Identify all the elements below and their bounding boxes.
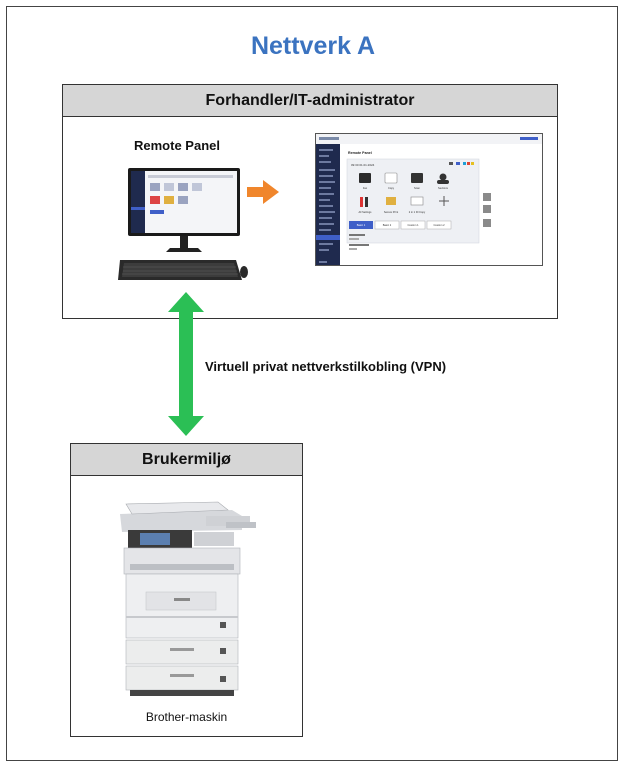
tile-label: Sections (438, 186, 449, 190)
tile-label: All Settings (359, 210, 373, 214)
network-title: Nettverk A (250, 32, 376, 60)
screen-tab: Basic 2 (383, 223, 392, 227)
dealer-admin-header: Forhandler/IT-administrator (63, 85, 557, 117)
tile-label: Scan (414, 186, 420, 190)
tile-label: Secure Print (384, 210, 399, 214)
double-headed-arrow-icon (168, 292, 204, 436)
screen-tab: Basic 1 (357, 223, 366, 227)
tile-label: Copy (388, 186, 395, 190)
vpn-connection-label: Virtuell privat nettverkstilkobling (VPN… (205, 359, 447, 374)
screen-tab: Custom 2 (433, 223, 445, 227)
screen-icon-grid (359, 172, 449, 207)
user-environment-header: Brukermiljø (71, 444, 302, 476)
desktop-computer-icon (118, 168, 248, 280)
screen-heading: Remote Panel (348, 151, 372, 155)
right-arrow-icon (247, 180, 279, 204)
brother-machine-label: Brother-maskin (145, 710, 228, 724)
tile-label: 2 in 1 ID Copy (409, 210, 426, 214)
screen-tab: Custom 1 (407, 223, 419, 227)
printer-icon (120, 501, 256, 696)
tile-label: Fax (363, 186, 368, 190)
remote-panel-label: Remote Panel (134, 138, 220, 153)
remote-panel-screen: Remote Panel 09:30 01.01.2024 Fax Copy S… (315, 133, 543, 266)
screen-date: 09:30 01.01.2024 (351, 163, 375, 167)
